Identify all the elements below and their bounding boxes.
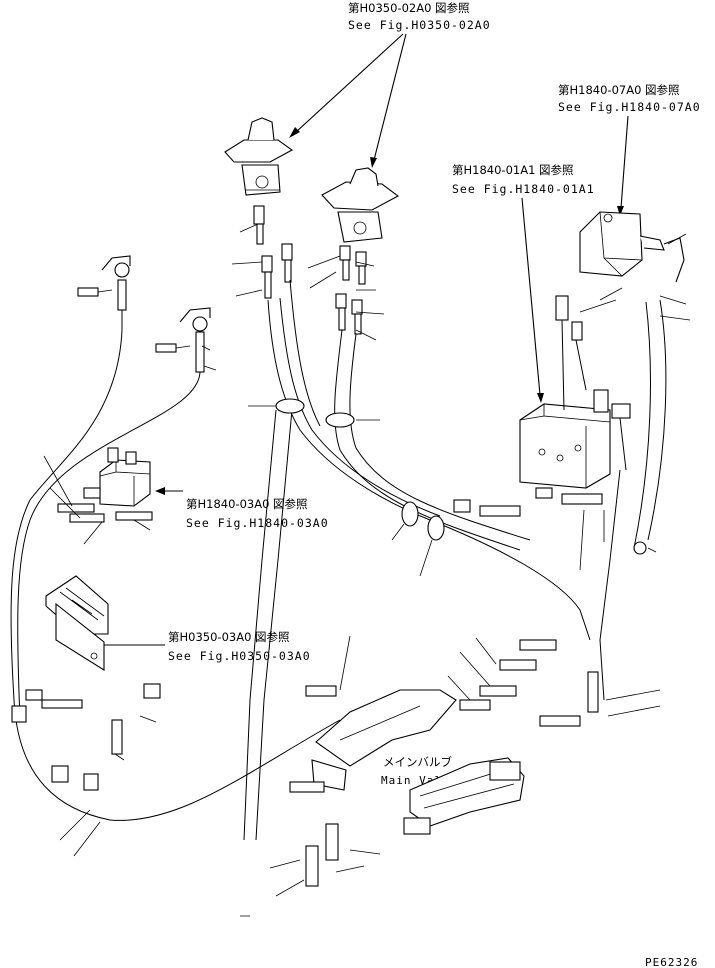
clamp bbox=[275, 398, 647, 555]
lever-fittings bbox=[253, 205, 367, 335]
reference-jp-text: 第H1840-01A1 図参照 bbox=[452, 163, 574, 177]
reference-h0350-02a0: 第H0350-02A0 図参照 See Fig.H0350-02A0 bbox=[348, 1, 491, 32]
reference-h0350-03a0: 第H0350-03A0 図参照 See Fig.H0350-03A0 bbox=[168, 630, 311, 663]
reference-arrows bbox=[86, 33, 629, 649]
reference-jp-text: 第H0350-03A0 図参照 bbox=[168, 630, 290, 644]
ppc-valve-h1840-07a0 bbox=[579, 211, 685, 283]
right-ppc-lever bbox=[321, 167, 400, 243]
reference-en-text: See Fig.H1840-03A0 bbox=[186, 516, 329, 530]
drawing-number: PE62326 bbox=[645, 956, 698, 968]
reference-h1840-07a0: 第H1840-07A0 図参照 See Fig.H1840-07A0 bbox=[558, 83, 701, 114]
reference-en-text: See Fig.H0350-03A0 bbox=[168, 649, 311, 663]
reference-jp-text: 第H0350-02A0 図参照 bbox=[348, 1, 470, 15]
fittings bbox=[11, 487, 603, 887]
hose-bundle-right bbox=[334, 329, 591, 641]
reference-jp-text: 第H1840-07A0 図参照 bbox=[558, 83, 680, 97]
hose-loops bbox=[10, 299, 667, 821]
ppc-block-h1840-01a1 bbox=[519, 295, 631, 489]
bracket-h0350-03a0 bbox=[45, 575, 109, 671]
reference-en-text: See Fig.H1840-07A0 bbox=[558, 100, 701, 114]
reference-jp-text: 第H1840-03A0 図参照 bbox=[186, 497, 308, 511]
reference-en-text: See Fig.H0350-02A0 bbox=[348, 18, 491, 32]
leader-lines bbox=[43, 223, 691, 917]
solenoid-valve-h1840-03a0 bbox=[57, 447, 153, 523]
bracket-upper bbox=[77, 255, 131, 330]
main-valve bbox=[311, 689, 525, 835]
reference-h1840-03a0: 第H1840-03A0 図参照 See Fig.H1840-03A0 bbox=[186, 497, 329, 530]
reference-en-text: See Fig.H1840-01A1 bbox=[452, 182, 595, 196]
reference-h1840-01a1: 第H1840-01A1 図参照 See Fig.H1840-01A1 bbox=[452, 163, 595, 196]
main-valve-jp-text: メインバルブ bbox=[383, 755, 452, 769]
left-ppc-lever bbox=[224, 117, 294, 196]
bracket-lower bbox=[155, 307, 211, 373]
hose-bundle-left bbox=[243, 279, 441, 841]
